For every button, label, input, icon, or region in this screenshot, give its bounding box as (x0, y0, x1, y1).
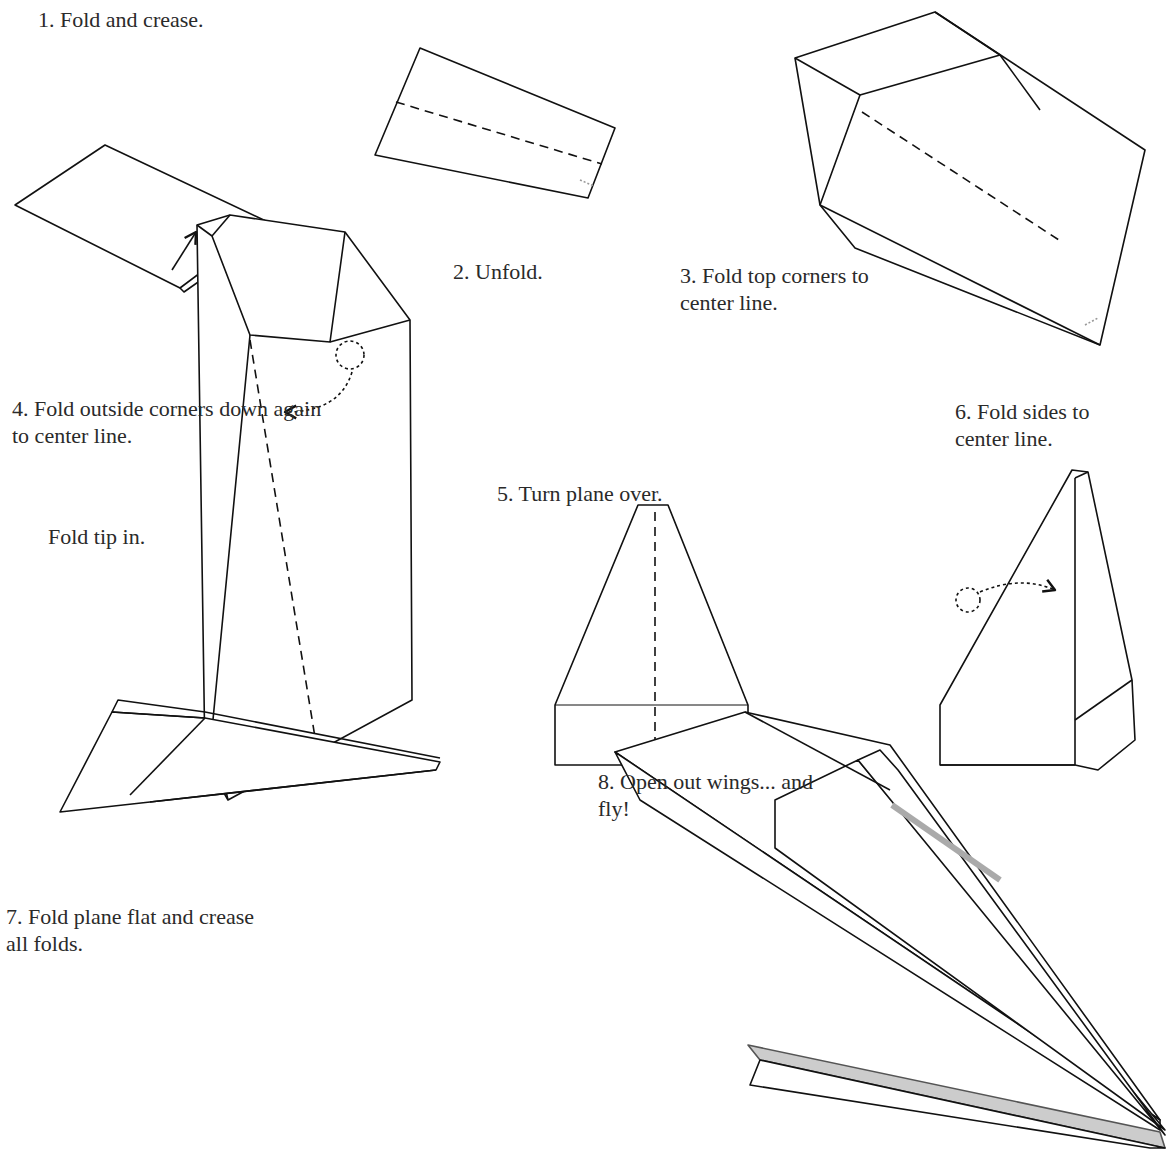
step-caption: 5. Turn plane over. (497, 480, 747, 507)
step-caption: 8. Open out wings... and fly! (598, 768, 828, 822)
unfolded-sheet (375, 48, 615, 198)
step-caption: 1. Fold and crease. (38, 6, 338, 33)
step-caption: 2. Unfold. (453, 258, 653, 285)
step-caption: 3. Fold top corners to center line. (680, 262, 915, 316)
side-folded-plane (940, 470, 1135, 770)
flat-plane (60, 700, 440, 812)
step-caption: 6. Fold sides to center line. (955, 398, 1090, 452)
step-caption: 7. Fold plane flat and crease all folds. (6, 903, 276, 957)
step-note: Fold tip in. (48, 523, 198, 550)
step-caption: 4. Fold outside corners down again to ce… (12, 395, 342, 449)
corners-folded-sheet (795, 12, 1145, 345)
